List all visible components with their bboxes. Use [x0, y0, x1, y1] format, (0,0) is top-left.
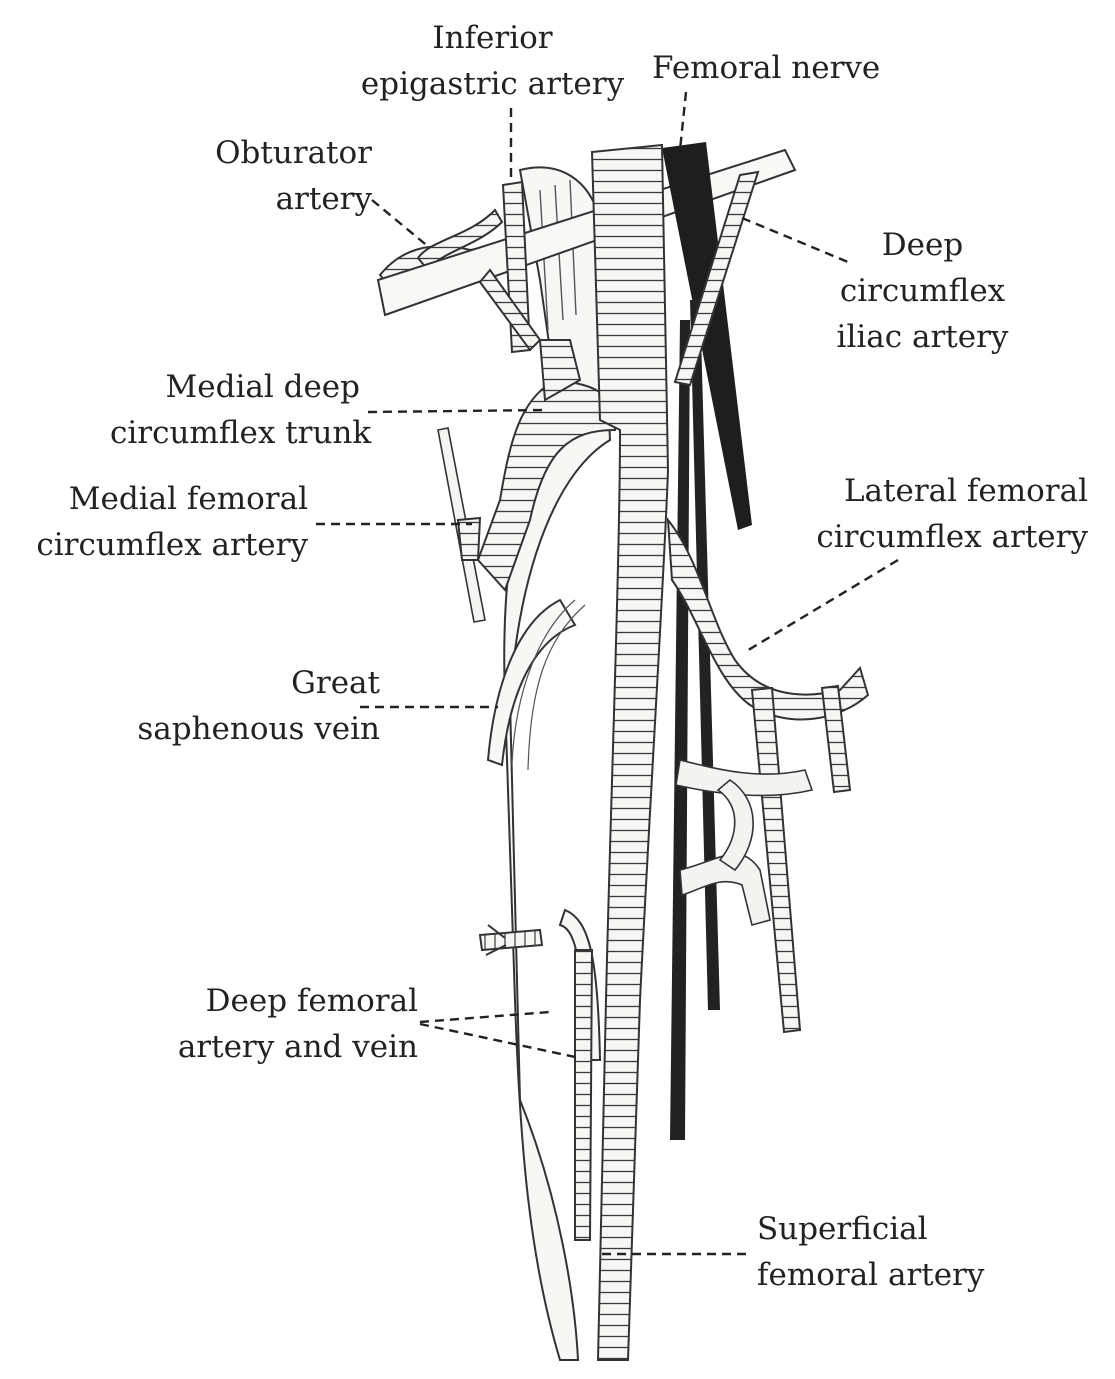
label-deep-circumflex-iliac-artery: Deep circumflex iliac artery: [820, 222, 1025, 360]
label-deep-femoral-artery-and-vein: Deep femoral artery and vein: [150, 978, 418, 1070]
label-line: Medial femoral: [68, 481, 308, 517]
label-line: Lateral femoral: [843, 473, 1088, 509]
label-line: artery: [275, 181, 372, 217]
label-line: Deep: [881, 227, 964, 263]
label-line: Superficial: [757, 1211, 928, 1247]
label-line: circumflex trunk: [110, 415, 372, 451]
label-line: Inferior: [432, 20, 553, 56]
label-line: epigastric artery: [360, 66, 625, 102]
label-line: Obturator: [215, 135, 372, 171]
label-lateral-femoral-circumflex-artery: Lateral femoral circumflex artery: [810, 468, 1088, 560]
label-inferior-epigastric-artery: Inferior epigastric artery: [360, 15, 625, 107]
label-line: saphenous vein: [137, 711, 380, 747]
femoral-nerve: [662, 142, 752, 1140]
superficial-femoral-artery: [590, 143, 670, 1361]
label-femoral-nerve: Femoral nerve: [652, 45, 902, 91]
label-great-saphenous-vein: Great saphenous vein: [130, 660, 380, 752]
great-saphenous-vein: [486, 598, 586, 771]
label-line: artery and vein: [177, 1029, 418, 1065]
label-medial-deep-circumflex-trunk: Medial deep circumflex trunk: [110, 364, 372, 456]
lateral-femoral-circumflex-artery: [666, 516, 870, 1034]
deep-circumflex-iliac-artery: [673, 170, 760, 387]
label-line: circumflex artery: [36, 527, 308, 563]
label-line: Medial deep: [165, 369, 360, 405]
medial-circumflex-vessels: [437, 339, 617, 623]
label-obturator-artery: Obturator artery: [190, 130, 372, 222]
label-line: circumflex: [839, 273, 1006, 309]
label-line: Great: [291, 665, 380, 701]
label-line: circumflex artery: [816, 519, 1088, 555]
label-line: Femoral nerve: [652, 50, 881, 86]
leader-lines: [316, 91, 899, 1256]
label-medial-femoral-circumflex-artery: Medial femoral circumflex artery: [20, 476, 308, 568]
label-line: Deep femoral: [205, 983, 418, 1019]
deep-femoral-vessels: [478, 908, 602, 1241]
label-line: femoral artery: [757, 1257, 985, 1293]
label-line: iliac artery: [836, 319, 1009, 355]
label-superficial-femoral-artery: Superficial femoral artery: [757, 1206, 1017, 1298]
